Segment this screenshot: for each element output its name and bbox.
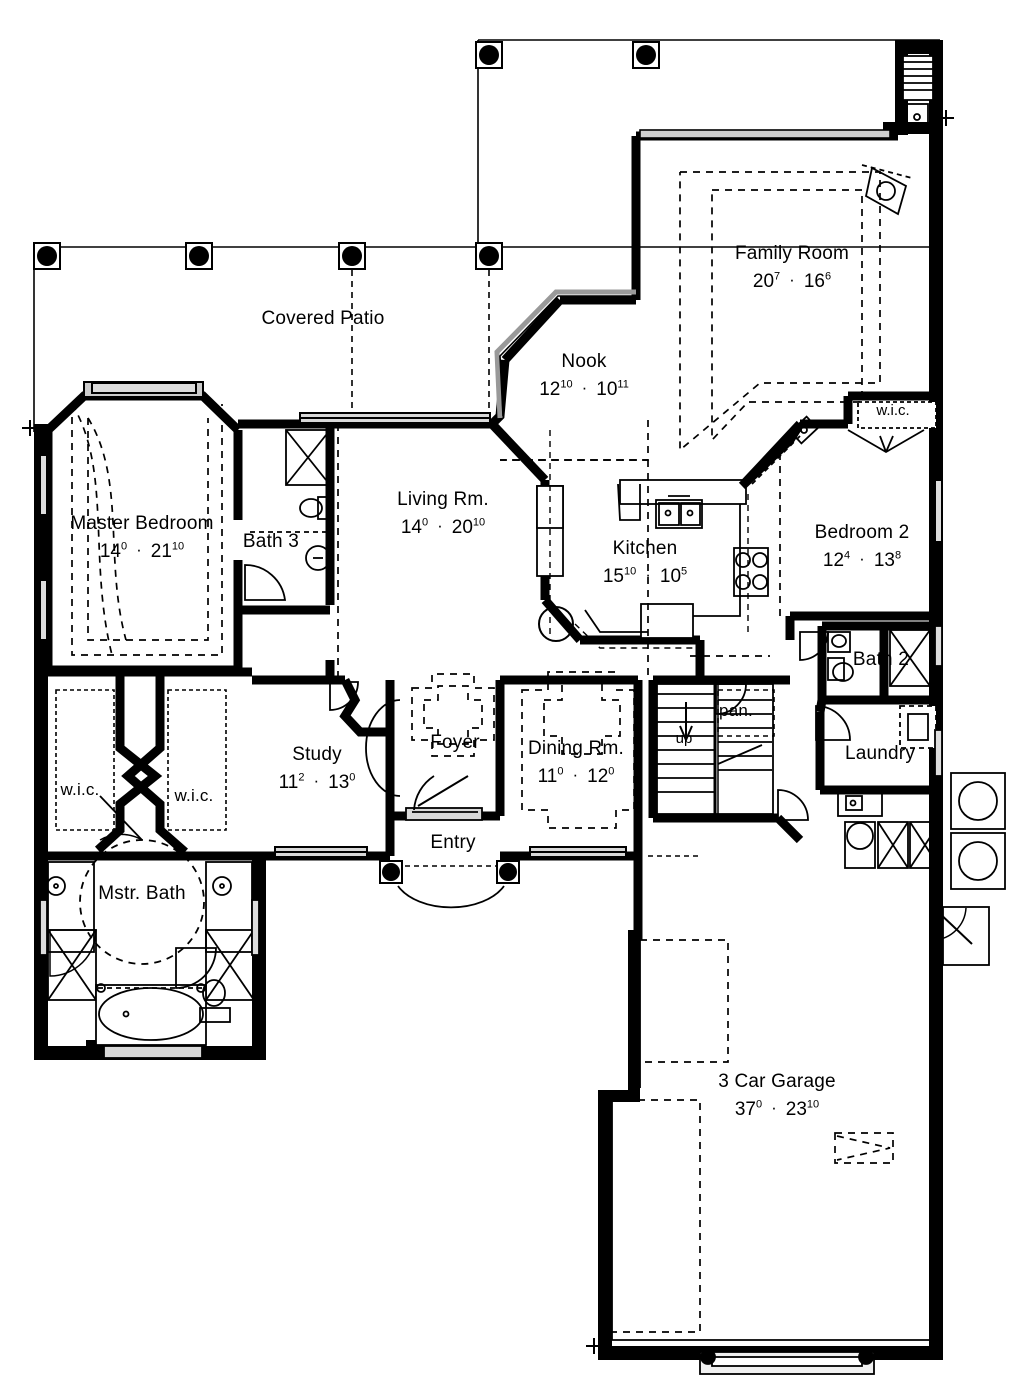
- bath3-walls: [233, 419, 335, 615]
- bedroom2-door-nook: [751, 415, 819, 485]
- mstr-bath-door: [175, 947, 217, 989]
- living-column-round: [538, 606, 574, 642]
- room-label-nook: Nook: [561, 351, 607, 372]
- laundry-door-swing: [815, 705, 851, 741]
- interior-misc-thin: [337, 424, 781, 680]
- bath2-walls: [817, 621, 929, 705]
- bath3-door-swing: [244, 564, 287, 601]
- foyer-tray: [411, 673, 495, 757]
- plus-markers: [22, 110, 954, 1354]
- room-label-mstr-bath: Mstr. Bath: [98, 883, 186, 904]
- room-dims-master-bedroom: 140·2110: [99, 540, 185, 562]
- room-label-covered-patio: Covered Patio: [261, 308, 385, 329]
- living-niche: [536, 430, 564, 640]
- nook-windows: [494, 129, 891, 419]
- room-label-laundry: Laundry: [844, 743, 916, 764]
- mstr-shower-door: [49, 929, 97, 977]
- patio-columns: [33, 41, 660, 270]
- closet-door-line: [99, 795, 143, 841]
- room-label-bath-3: Bath 3: [242, 531, 300, 552]
- room-dims-bedroom-2: 124·138: [822, 549, 902, 571]
- bedroom2-window: [934, 479, 943, 543]
- stair-direction-label: up: [675, 730, 693, 747]
- family-room-fireplace: [861, 164, 913, 216]
- room-label-wic-master-right: w.i.c.: [174, 786, 214, 805]
- pantry-door-swing: [715, 683, 747, 715]
- mstr-bath-fixtures: [39, 839, 260, 1059]
- room-label-family-room: Family Room: [734, 243, 850, 264]
- room-label-wic-master-left: w.i.c.: [60, 780, 100, 799]
- room-label-dining-room: Dining Rm.: [528, 738, 624, 759]
- entry-columns: [379, 860, 520, 884]
- kitchen-counters: [574, 479, 769, 649]
- garage-door: [699, 1349, 875, 1375]
- bath2-fixtures: [827, 625, 943, 687]
- bath3-fixtures: [250, 429, 331, 571]
- ac-units: [950, 772, 1006, 890]
- garage-entry-door: [777, 789, 809, 821]
- entry-door: [405, 775, 483, 821]
- room-dims-living-room: 140·2010: [400, 516, 486, 538]
- closet-door-swing: [99, 833, 143, 841]
- master-bed-dashed: [71, 403, 223, 656]
- room-label-living-room: Living Rm.: [397, 489, 489, 510]
- room-dims-study: 112·130: [278, 771, 356, 793]
- room-label-bedroom-2: Bedroom 2: [814, 522, 910, 543]
- study-door-swing: [329, 681, 359, 711]
- room-dims-nook: 1210·1011: [539, 378, 629, 400]
- room-label-wic-bedroom2: w.i.c.: [876, 402, 910, 419]
- dining-window: [529, 846, 627, 858]
- room-label-master-bedroom: Master Bedroom: [70, 513, 214, 534]
- master-bed-windows: [39, 381, 204, 641]
- bath2-door-swing: [799, 631, 829, 661]
- family-room-tray: [500, 171, 881, 461]
- entry-step-arc: [397, 885, 505, 909]
- room-label-foyer: Foyer: [430, 732, 480, 753]
- room-dims-garage: 370·2310: [734, 1098, 820, 1120]
- closet-door: [717, 744, 763, 765]
- thin-outlines: [33, 39, 941, 432]
- living-room-slider: [299, 412, 491, 424]
- garage-side-entry: [932, 906, 990, 966]
- bedroom2-entry-wall: [738, 421, 804, 490]
- laundry-fixtures: [837, 705, 943, 817]
- mstr-closet-shelves: [55, 689, 227, 831]
- room-label-pantry: pan.: [719, 701, 753, 720]
- room-label-entry: Entry: [430, 832, 476, 853]
- room-label-bath-2: Bath 2: [852, 649, 910, 670]
- bedroom2-wic: [847, 401, 937, 454]
- mstr-closet-walls: [48, 667, 252, 861]
- study-window: [274, 846, 368, 858]
- patio-beam-dashed: [351, 270, 490, 424]
- room-dims-kitchen: 1510·105: [602, 565, 688, 587]
- garage-thin: [611, 858, 931, 1341]
- garage-dashed: [612, 939, 894, 1333]
- water-heater: [902, 55, 934, 131]
- room-dims-family-room: 207·166: [752, 270, 832, 292]
- interior-misc: [633, 675, 804, 940]
- dining-tray: [521, 671, 635, 829]
- stairs: [656, 683, 774, 815]
- bedroom2-walls: [785, 391, 929, 640]
- foyer-arch: [365, 699, 401, 797]
- room-label-kitchen: Kitchen: [612, 538, 678, 559]
- service-yard: [844, 821, 941, 869]
- room-dims-dining-room: 110·120: [537, 765, 615, 787]
- room-label-study: Study: [292, 744, 342, 765]
- room-label-garage: 3 Car Garage: [718, 1071, 836, 1092]
